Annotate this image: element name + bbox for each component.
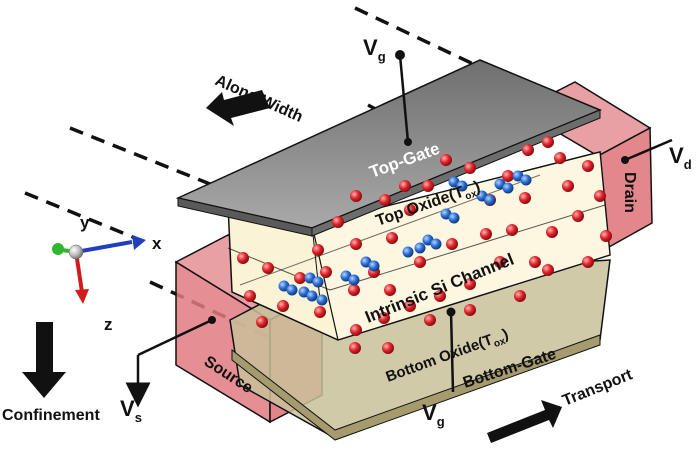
silicon-atom-red (244, 290, 256, 302)
confinement-label: Confinement (2, 407, 100, 424)
silicon-atom-red (506, 224, 518, 236)
silicon-atom-blue (316, 294, 328, 306)
silicon-atom-blue (368, 260, 380, 272)
silicon-atom-red (414, 256, 426, 268)
silicon-atom-red (554, 152, 566, 164)
silicon-atom-blue (348, 274, 360, 286)
silicon-atom-red (464, 304, 476, 316)
silicon-atom-red (542, 264, 554, 276)
silicon-atom-red (332, 216, 344, 228)
transport-arrow (487, 400, 562, 443)
confinement-arrow (22, 322, 66, 398)
silicon-atom-red (256, 316, 268, 328)
drain-terminal (621, 138, 673, 164)
silicon-atom-red (562, 180, 574, 192)
silicon-atom-red (572, 210, 584, 222)
silicon-atom-red (404, 300, 416, 312)
silicon-atom-red (480, 228, 492, 240)
top-gate-terminal (395, 50, 412, 146)
axis-y-label: y (80, 213, 90, 232)
silicon-atom-red (434, 290, 446, 302)
vs-label: Vs (120, 396, 142, 425)
silicon-atom-red (519, 192, 531, 204)
silicon-atom-red (464, 278, 476, 290)
silicon-atom-blue (456, 180, 468, 192)
silicon-atom-red (514, 290, 526, 302)
silicon-atom-red (404, 204, 416, 216)
silicon-atom-red (600, 230, 612, 242)
bottom-gate-terminal (446, 307, 456, 393)
vg-bottom-label: Vg (422, 400, 445, 429)
silicon-atom-red (294, 272, 306, 284)
silicon-atom-blue (286, 284, 298, 296)
silicon-atom-red (378, 312, 390, 324)
drain-label: Drain (621, 172, 638, 213)
silicon-atom-red (529, 256, 541, 268)
along-width-arrow (206, 90, 270, 126)
source-terminal (125, 316, 216, 408)
silicon-atom-blue (484, 194, 496, 206)
silicon-atom-red (582, 256, 594, 268)
silicon-atom-red (440, 154, 452, 166)
silicon-atom-red (422, 180, 434, 192)
vg-top-label: Vg (363, 35, 386, 64)
silicon-atom-red (399, 180, 411, 192)
silicon-atom-blue (414, 242, 426, 254)
axis-x-label: x (152, 234, 162, 253)
silicon-atom-red (379, 194, 391, 206)
silicon-atom-red (314, 306, 326, 318)
axis-z-label: z (104, 315, 113, 334)
silicon-atom-red (446, 238, 458, 250)
silicon-atom-blue (502, 182, 514, 194)
silicon-atom-red (502, 170, 514, 182)
silicon-atom-red (312, 244, 324, 256)
silicon-atom-red (349, 342, 361, 354)
silicon-atom-blue (520, 174, 532, 186)
silicon-atom-red (546, 226, 558, 238)
silicon-atom-red (382, 342, 394, 354)
silicon-atom-red (424, 314, 436, 326)
silicon-atom-red (384, 284, 396, 296)
silicon-atom-red (386, 232, 398, 244)
silicon-atom-red (350, 324, 362, 336)
silicon-atom-blue (402, 246, 414, 258)
silicon-atom-red (350, 190, 362, 202)
coordinate-axes (52, 235, 146, 304)
silicon-atom-red (522, 144, 534, 156)
silicon-atom-red (350, 238, 362, 250)
silicon-atom-red (348, 284, 360, 296)
silicon-atom-red (464, 162, 476, 174)
silicon-atom-red (582, 160, 594, 172)
silicon-atom-red (594, 190, 606, 202)
atom-lattice (237, 136, 612, 354)
vd-label: Vd (669, 143, 692, 172)
silicon-atom-red (320, 266, 332, 278)
transport-label: Transport (560, 366, 635, 410)
silicon-atom-red (542, 136, 554, 148)
silicon-atom-red (237, 252, 249, 264)
silicon-atom-blue (306, 290, 318, 302)
silicon-atom-blue (430, 238, 442, 250)
silicon-atom-blue (312, 276, 324, 288)
silicon-atom-blue (448, 212, 460, 224)
silicon-atom-red (262, 262, 274, 274)
silicon-atom-red (277, 300, 289, 312)
silicon-atom-red (494, 256, 506, 268)
